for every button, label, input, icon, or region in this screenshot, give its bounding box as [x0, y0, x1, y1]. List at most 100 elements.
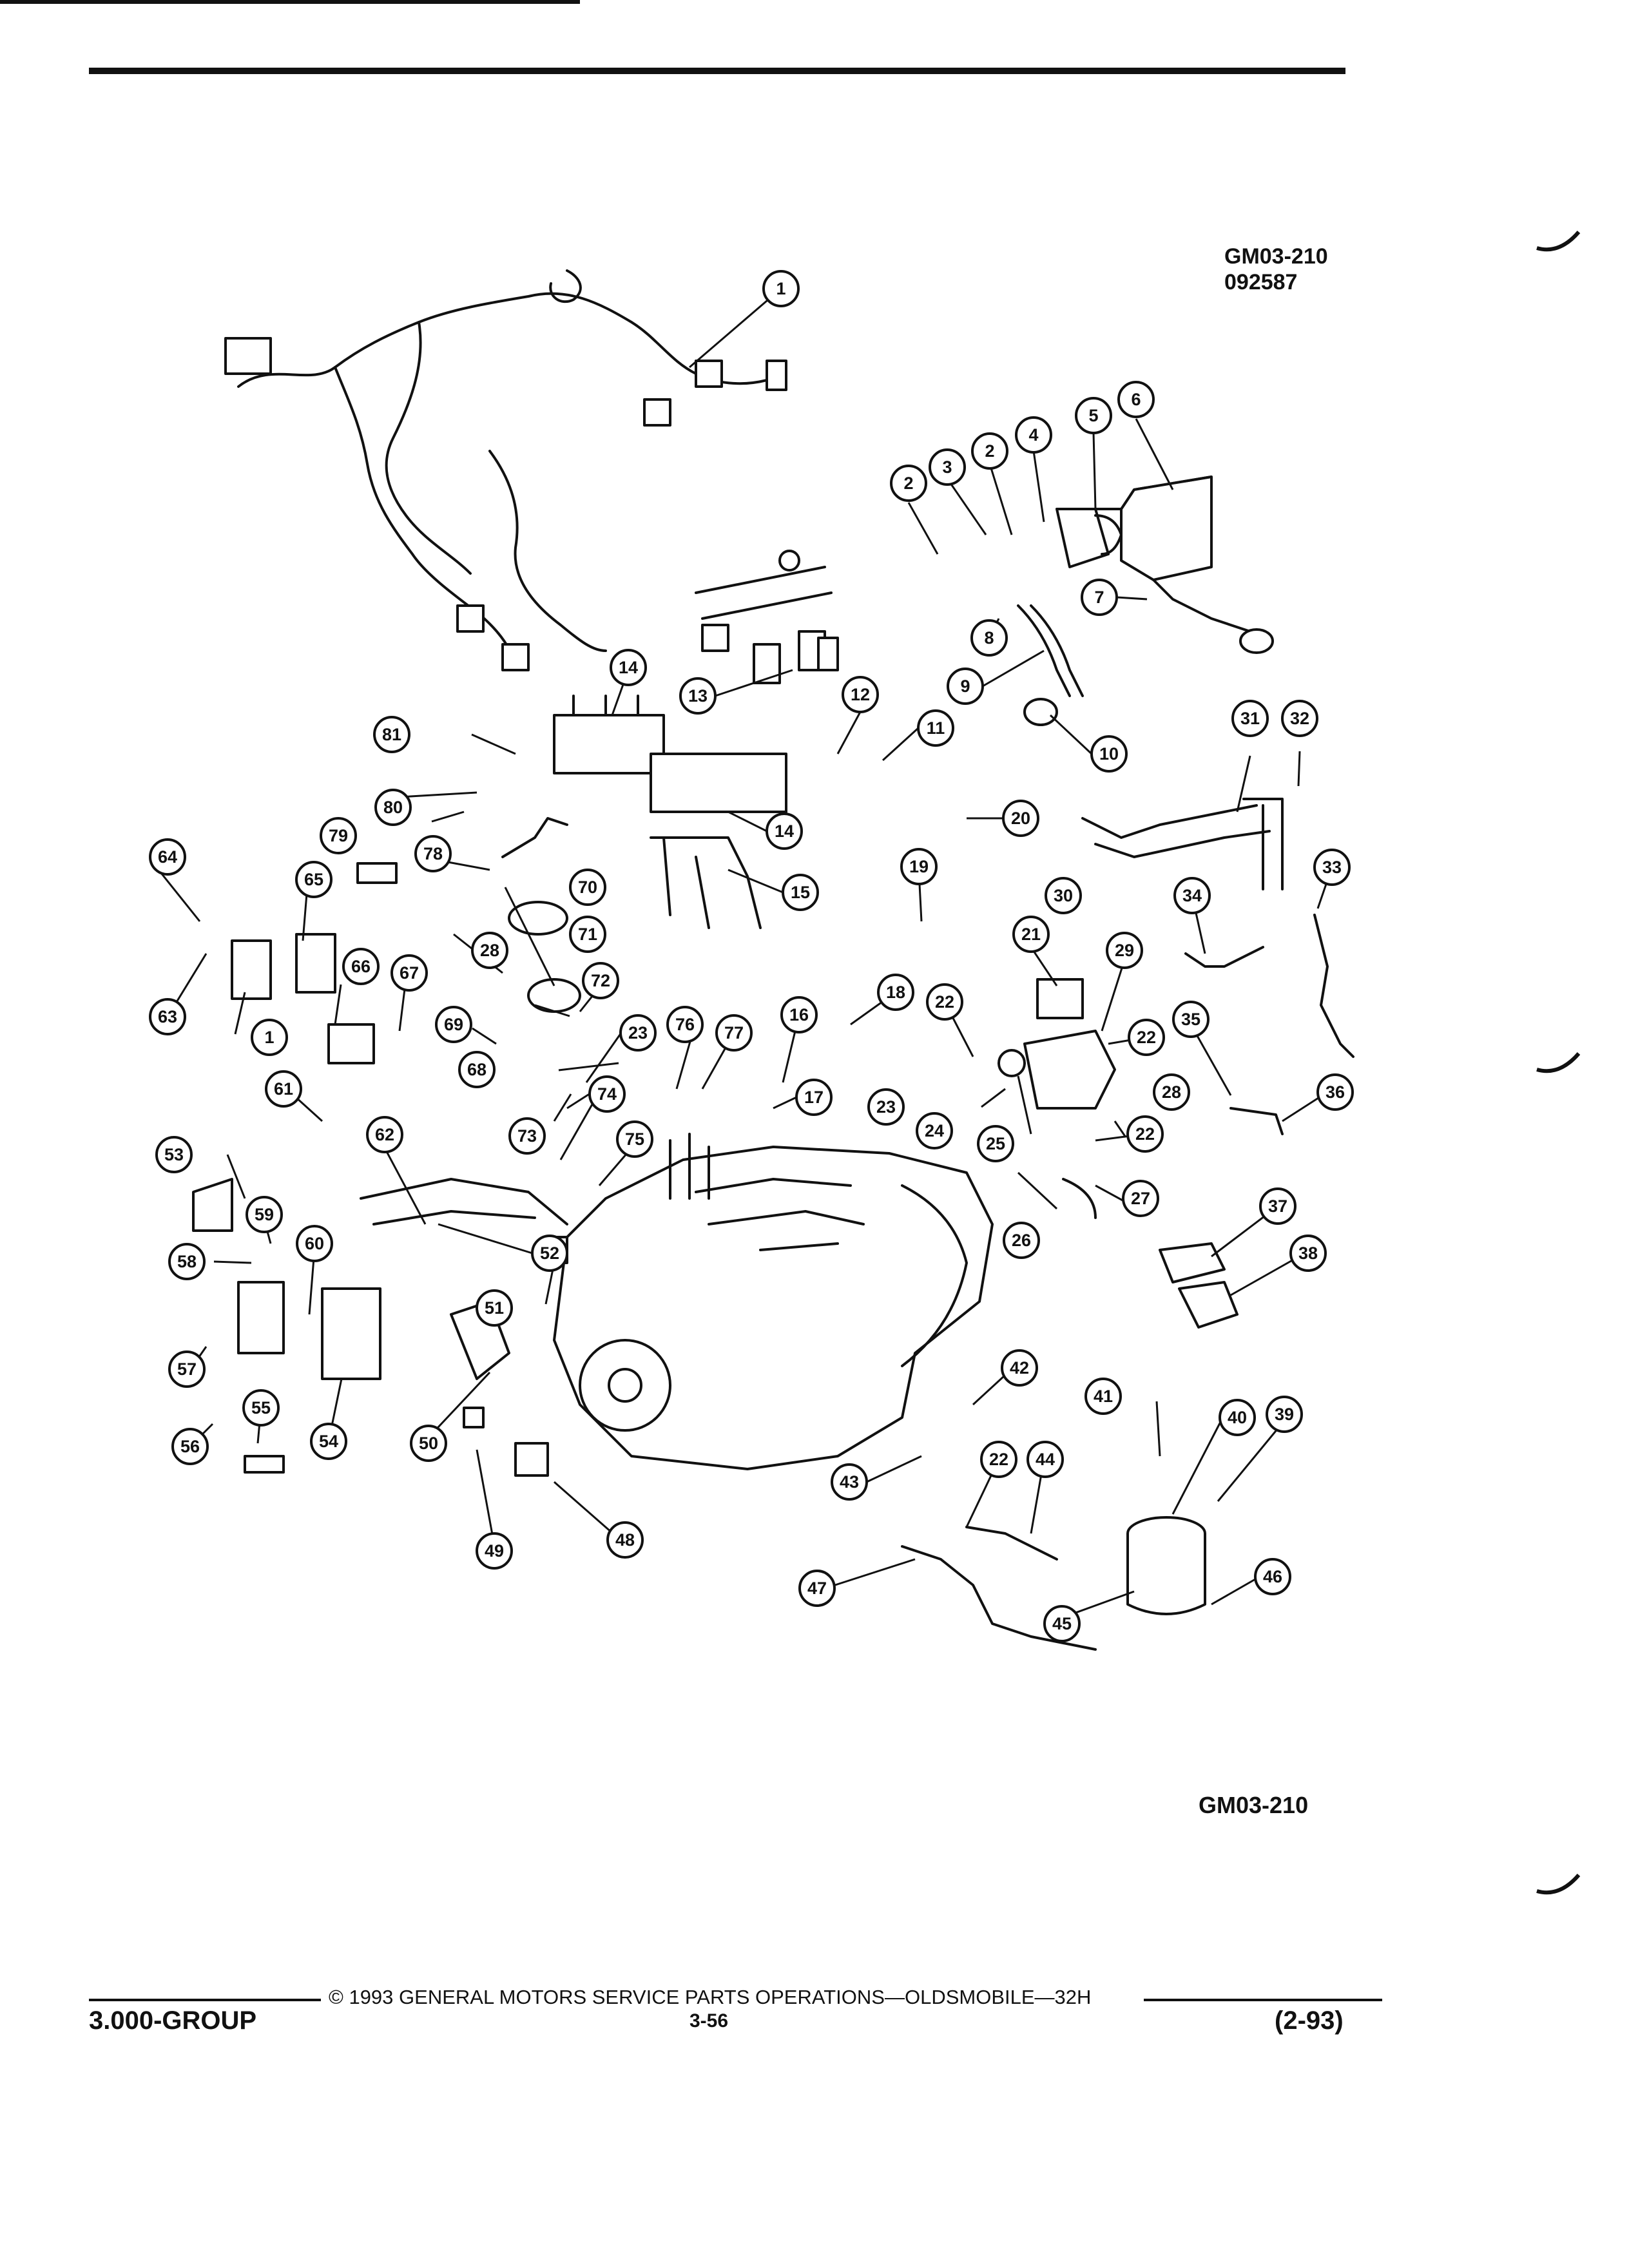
callout-number: 29	[1115, 941, 1134, 960]
callout-number: 69	[444, 1015, 463, 1034]
callout-20: 20	[1002, 800, 1039, 837]
callout-66: 66	[342, 948, 380, 985]
page-number: 3-56	[689, 2010, 729, 2032]
callout-number: 32	[1290, 709, 1309, 728]
callout-6: 6	[1117, 381, 1155, 418]
callout-number: 57	[177, 1360, 197, 1379]
callout-57: 57	[168, 1350, 206, 1388]
callout-11: 11	[917, 709, 954, 747]
throttle-body-drawing	[998, 978, 1116, 1110]
callout-61: 61	[265, 1070, 302, 1108]
callout-33: 33	[1313, 849, 1351, 886]
callout-9: 9	[947, 668, 984, 705]
callout-62: 62	[366, 1116, 403, 1153]
callout-23: 23	[867, 1088, 905, 1126]
callout-44: 44	[1027, 1441, 1064, 1478]
figure-id-bottom: GM03-210	[1199, 1792, 1309, 1818]
header-rule	[89, 68, 1345, 74]
callout-number: 15	[791, 883, 810, 902]
callout-32: 32	[1281, 700, 1318, 737]
callout-number: 43	[840, 1472, 859, 1492]
callout-number: 60	[305, 1234, 324, 1253]
callout-71: 71	[569, 916, 606, 953]
callout-70: 70	[569, 869, 606, 906]
callout-number: 47	[807, 1579, 827, 1598]
callout-number: 30	[1054, 886, 1073, 905]
callout-number: 40	[1228, 1408, 1247, 1427]
callout-22: 22	[1128, 1019, 1165, 1056]
binder-mark	[1536, 1874, 1581, 1895]
callout-number: 31	[1240, 709, 1260, 728]
callout-26: 26	[1003, 1222, 1040, 1259]
callout-number: 41	[1094, 1387, 1113, 1406]
callout-number: 11	[927, 718, 945, 738]
callout-number: 68	[467, 1060, 487, 1079]
callout-number: 16	[789, 1005, 809, 1024]
callout-50: 50	[410, 1425, 447, 1462]
callout-number: 70	[578, 878, 597, 897]
callout-number: 36	[1325, 1082, 1345, 1102]
callout-45: 45	[1043, 1605, 1081, 1642]
callout-49: 49	[476, 1532, 513, 1570]
callout-56: 56	[171, 1428, 209, 1465]
callout-number: 73	[517, 1126, 537, 1146]
callout-number: 58	[177, 1252, 197, 1271]
callout-80: 80	[374, 789, 412, 826]
callout-number: 13	[688, 686, 708, 706]
callout-number: 44	[1036, 1450, 1055, 1469]
callout-number: 22	[1135, 1124, 1155, 1144]
callout-number: 50	[419, 1434, 438, 1453]
callout-77: 77	[715, 1014, 753, 1052]
callout-number: 59	[255, 1205, 274, 1224]
callout-25: 25	[977, 1125, 1014, 1162]
callout-28: 28	[1153, 1073, 1190, 1111]
callout-54: 54	[310, 1423, 347, 1460]
callout-number: 5	[1088, 406, 1098, 425]
callout-40: 40	[1219, 1399, 1256, 1436]
callout-10: 10	[1090, 735, 1128, 773]
callout-41: 41	[1084, 1378, 1122, 1415]
callout-47: 47	[798, 1570, 836, 1607]
callout-63: 63	[149, 998, 186, 1035]
callout-number: 78	[423, 844, 443, 863]
callout-number: 77	[724, 1023, 744, 1043]
callout-number: 22	[989, 1450, 1008, 1469]
callout-37: 37	[1259, 1187, 1296, 1225]
callout-38: 38	[1289, 1235, 1327, 1272]
callout-number: 79	[329, 826, 348, 845]
callout-number: 64	[158, 847, 177, 867]
callout-73: 73	[508, 1117, 546, 1155]
callout-5: 5	[1075, 397, 1112, 434]
callout-number: 48	[615, 1530, 635, 1550]
callout-number: 1	[776, 279, 786, 298]
callout-number: 67	[400, 963, 419, 983]
callout-74: 74	[588, 1075, 626, 1113]
callout-number: 25	[986, 1134, 1005, 1153]
callout-number: 71	[578, 925, 597, 944]
callout-number: 42	[1010, 1358, 1029, 1378]
right-side-parts-drawing	[1062, 798, 1354, 1329]
bracket-drawing	[650, 836, 762, 929]
callout-number: 35	[1181, 1010, 1200, 1029]
callout-12: 12	[842, 676, 879, 713]
copyright-line: © 1993 GENERAL MOTORS SERVICE PARTS OPER…	[329, 1986, 1092, 2008]
callout-number: 28	[1162, 1082, 1181, 1102]
callout-number: 72	[591, 971, 610, 990]
callout-number: 54	[319, 1432, 338, 1451]
callout-48: 48	[606, 1521, 644, 1559]
callout-31: 31	[1231, 700, 1269, 737]
callout-number: 51	[485, 1298, 504, 1318]
callout-number: 22	[935, 992, 954, 1012]
callout-number: 53	[164, 1145, 184, 1164]
callout-number: 27	[1131, 1189, 1150, 1208]
callout-1: 1	[251, 1019, 288, 1056]
callout-65: 65	[295, 861, 333, 898]
callout-number: 21	[1021, 925, 1041, 944]
callout-28: 28	[471, 932, 508, 969]
callout-22: 22	[1126, 1115, 1164, 1153]
figure-date-code: 092587	[1224, 270, 1298, 294]
callout-number: 3	[942, 457, 952, 477]
callout-76: 76	[666, 1006, 704, 1043]
callout-39: 39	[1266, 1396, 1303, 1433]
